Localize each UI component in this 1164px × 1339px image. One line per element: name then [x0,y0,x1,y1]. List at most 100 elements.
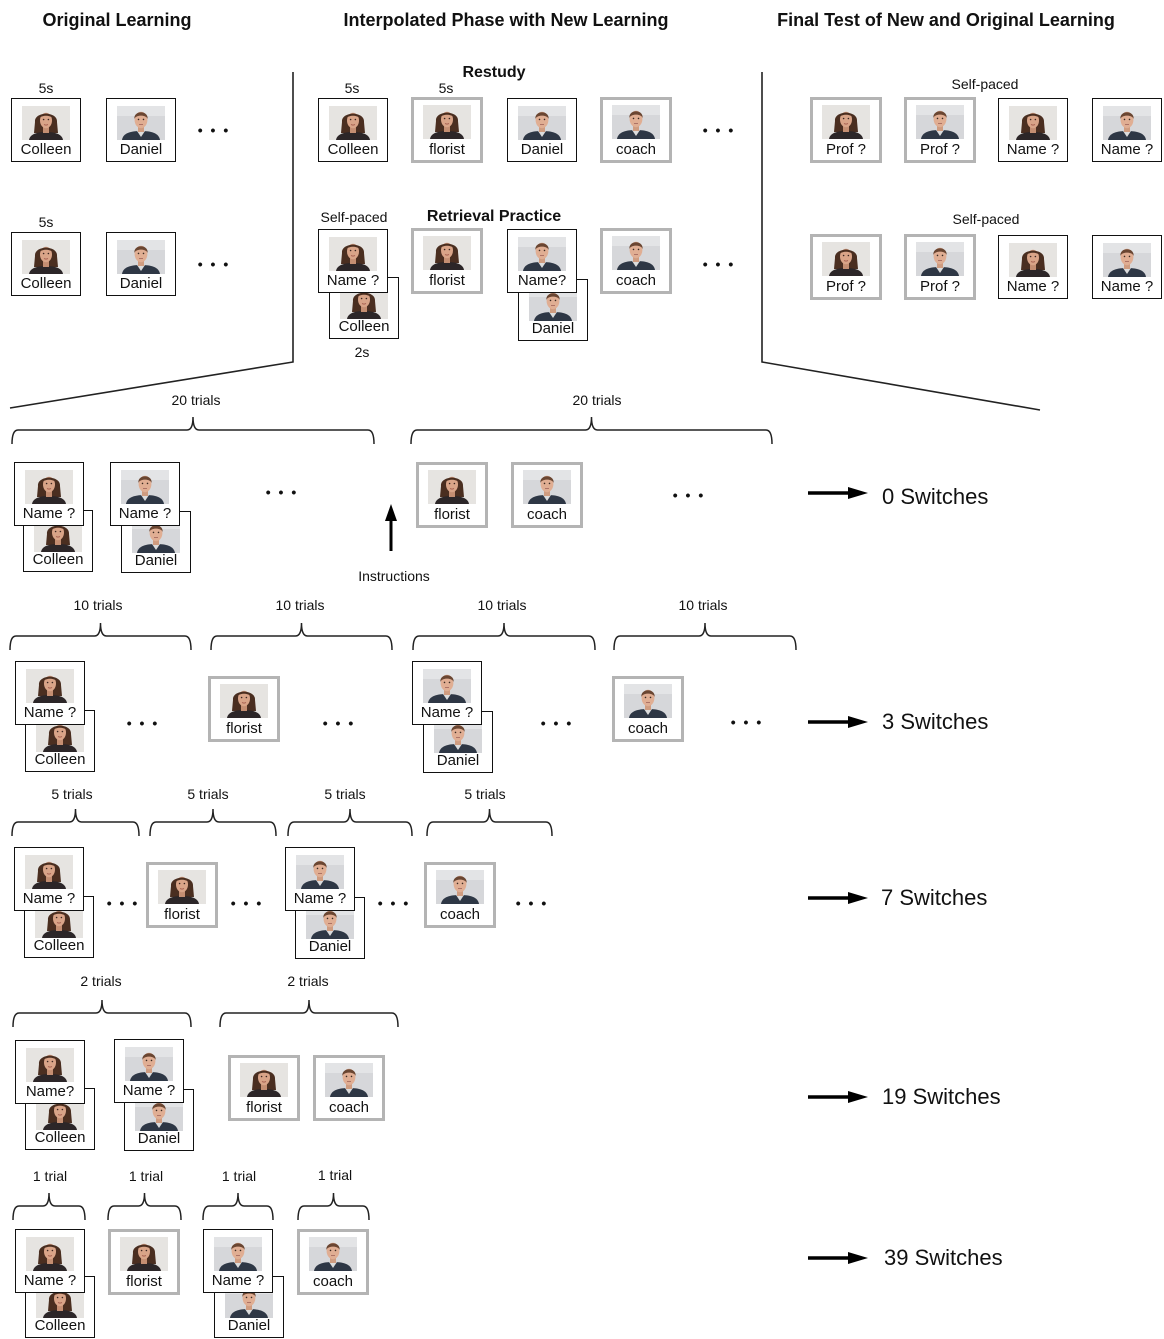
male-face-photo [436,870,484,904]
card-label: Name? [25,1083,75,1100]
instructions-label: Instructions [358,568,430,584]
card-label: Prof ? [919,141,961,158]
female-face-photo [158,870,206,904]
card-label: Daniel [308,938,352,955]
card-label: Name ? [420,704,474,721]
card-label: florist [246,1099,282,1116]
brace-condition-3-block-0 [12,999,192,1028]
card-label: Daniel [119,275,163,292]
male-face-photo [325,1063,373,1097]
block-trials-label: 1 trial [317,1167,353,1183]
test-card-name-prompt: Name ? [1092,235,1162,299]
card-label: Daniel [227,1317,271,1334]
female-face-photo [25,470,73,504]
block-trials-label: 1 trial [128,1168,164,1184]
brace-condition-2-block-2 [287,808,413,837]
female-face-photo [26,1237,74,1271]
test-card-name-prompt: Name ? [998,235,1068,299]
retrieval-prompt-card: Name ? [15,1229,85,1293]
switch-count-label: 3 Switches [882,709,989,734]
card-label: Daniel [436,752,480,769]
ellipsis: • • • [197,122,231,138]
test-card-name-prompt: Name ? [998,98,1068,162]
study-card-daniel: Daniel [106,98,176,162]
card-label: Daniel [520,141,564,158]
brace-condition-2-block-1 [149,808,277,837]
card-label: Colleen [32,551,84,568]
block-trials-label: 20 trials [572,392,622,408]
brace-condition-4-block-1 [107,1192,182,1221]
female-face-photo [22,240,70,274]
brace-condition-1-block-0 [9,622,192,651]
self-paced-label: Self-paced [952,211,1020,227]
block-trials-label: 1 trial [32,1168,68,1184]
brace-condition-0-block-0 [11,416,375,445]
switch-arrow-icon [808,892,868,904]
brace-condition-1-block-1 [210,622,393,651]
restudy-title: Restudy [462,64,526,81]
female-face-photo [329,106,377,140]
card-label: florist [126,1273,162,1290]
test-card-name-prompt: Name ? [1092,98,1162,162]
switch-arrow-icon [808,716,868,728]
ellipsis: • • • [672,487,706,503]
study-card-daniel: Daniel [106,232,176,296]
male-face-photo [518,237,566,271]
study-duration-label: 5s [38,214,54,230]
brace-condition-2-block-3 [426,808,553,837]
study-duration-label: 5s [38,80,54,96]
card-label: Name? [517,272,567,289]
switch-arrow-icon [808,1091,868,1103]
card-label: Daniel [137,1130,181,1147]
ellipsis: • • • [540,715,574,731]
restudy-card-coach: coach [297,1229,369,1295]
brace-condition-4-block-3 [297,1192,370,1221]
retrieval-prompt-card: Name? [15,1040,85,1104]
restudy-card-coach: coach [313,1055,385,1121]
study-duration-label: 5s [438,80,454,96]
header-interpolated-phase: Interpolated Phase with New Learning [343,10,669,30]
male-face-photo [117,240,165,274]
card-label: florist [226,720,262,737]
card-label: Colleen [34,751,86,768]
male-face-photo [309,1237,357,1271]
female-face-photo [423,105,471,139]
restudy-card-coach: coach [600,97,672,163]
card-label: Colleen [34,1129,86,1146]
female-face-photo [26,1048,74,1082]
male-face-photo [121,470,169,504]
block-trials-label: 5 trials [324,786,366,802]
block-trials-label: 10 trials [73,597,123,613]
brace-condition-3-block-1 [219,999,399,1028]
block-trials-label: 5 trials [187,786,229,802]
male-face-photo [214,1237,262,1271]
female-face-photo [1009,243,1057,277]
card-label: coach [627,720,669,737]
switch-arrow-icon [808,1252,868,1264]
card-label: Name ? [22,505,76,522]
block-trials-label: 1 trial [221,1168,257,1184]
retrieval-prompt-card: Name ? [285,847,355,911]
block-trials-label: 10 trials [477,597,527,613]
female-face-photo [822,105,870,139]
card-label: Colleen [33,937,85,954]
female-face-photo [240,1063,288,1097]
male-face-photo [1103,106,1151,140]
card-label: Daniel [134,552,178,569]
female-face-photo [26,669,74,703]
test-card-prof-prompt: Prof ? [904,97,976,163]
feedback-duration-label: 2s [354,344,370,360]
ellipsis: • • • [702,256,736,272]
card-label: Colleen [20,275,72,292]
card-label: Colleen [327,141,379,158]
switch-count-label: 39 Switches [884,1245,1003,1270]
retrieval-prompt-card: Name ? [318,229,388,293]
card-label: coach [439,906,481,923]
female-face-photo [120,1237,168,1271]
self-paced-label: Self-paced [320,209,388,225]
card-label: coach [328,1099,370,1116]
self-paced-label: Self-paced [951,76,1019,92]
card-label: Prof ? [825,141,867,158]
retrieval-practice-title: Retrieval Practice [426,208,562,225]
